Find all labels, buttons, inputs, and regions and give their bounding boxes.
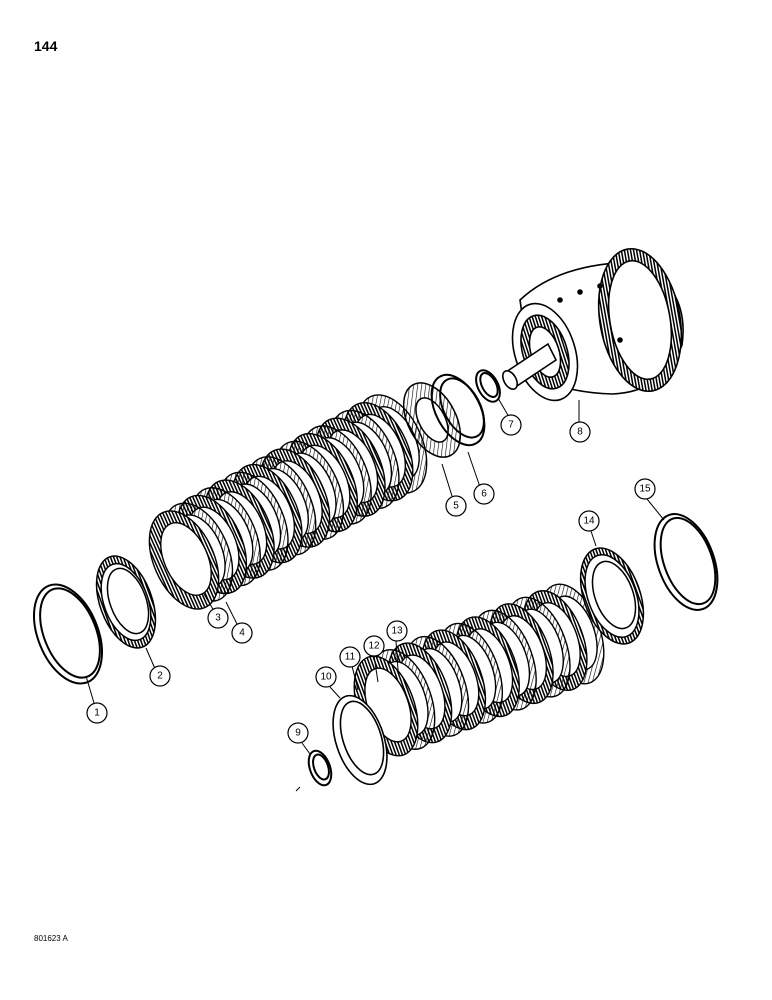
plate-part-14 xyxy=(579,547,645,645)
callout-label: 6 xyxy=(481,489,487,500)
callout-label: 12 xyxy=(368,641,380,652)
callout-6: 6 xyxy=(473,483,495,505)
callout-14: 14 xyxy=(578,510,600,532)
callout-7: 7 xyxy=(500,414,522,436)
bearing-part-5 xyxy=(402,382,462,458)
callout-label: 5 xyxy=(453,501,459,512)
callout-12: 12 xyxy=(363,635,385,657)
ring-part-6 xyxy=(430,373,486,447)
callout-1: 1 xyxy=(86,702,108,724)
callout-8: 8 xyxy=(569,421,591,443)
callout-label: 11 xyxy=(345,652,356,663)
callout-label: 2 xyxy=(157,671,163,682)
callout-4: 4 xyxy=(231,622,253,644)
plate-part-2 xyxy=(95,555,157,649)
clutch-plate-bore xyxy=(160,522,212,596)
callout-circles: 1 2 3 4 5 6 7 8 9 10 11 12 13 14 15 xyxy=(86,414,656,744)
figure-code: 801623 A xyxy=(34,934,68,943)
callout-11: 11 xyxy=(339,646,361,668)
callout-2: 2 xyxy=(149,665,171,687)
page-number: 144 xyxy=(34,38,58,54)
upper-clutch-pack xyxy=(148,394,428,610)
callout-label: 7 xyxy=(508,420,514,431)
snap-ring-part-7 xyxy=(475,369,501,403)
callout-label: 3 xyxy=(215,613,221,624)
callout-15: 15 xyxy=(634,478,656,500)
lower-clutch-pack xyxy=(353,583,605,757)
washer-part-9 xyxy=(307,749,333,787)
callout-label: 8 xyxy=(577,427,583,438)
callout-10: 10 xyxy=(315,666,337,688)
callout-5: 5 xyxy=(445,495,467,517)
callout-9: 9 xyxy=(287,722,309,744)
callout-13: 13 xyxy=(386,620,408,642)
piston-part-10 xyxy=(332,694,388,786)
callout-3: 3 xyxy=(207,607,229,629)
callout-label: 15 xyxy=(639,484,651,495)
gear-hub-part-8 xyxy=(501,247,684,402)
callout-label: 1 xyxy=(94,708,100,719)
callout-label: 10 xyxy=(320,672,332,683)
callout-label: 4 xyxy=(239,628,245,639)
callout-label: 14 xyxy=(583,516,595,527)
callout-label: 13 xyxy=(391,626,403,637)
callout-label: 9 xyxy=(295,728,301,739)
snap-ring-part-15 xyxy=(653,513,719,611)
